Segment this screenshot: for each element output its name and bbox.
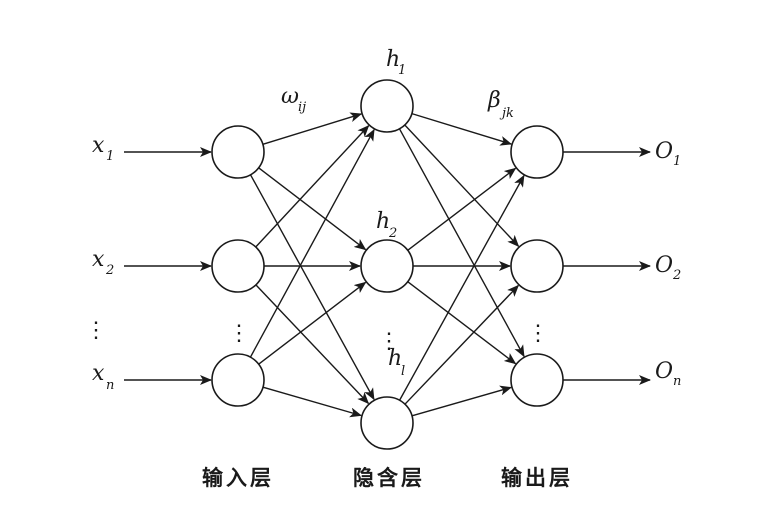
svg-text:ω: ω [281,84,299,109]
hidden-label-l: h l [388,346,405,379]
svg-text:1: 1 [398,63,406,78]
hidden-label-1: h 1 [386,47,406,78]
edge-input1-hidden2 [258,167,367,251]
svg-text:h: h [386,47,400,72]
svg-text:h: h [376,209,390,234]
hidden-layer-label: 隐含层 [353,466,425,490]
input-node-n [211,353,265,407]
hidden-node-ellipsis: ⋮ [378,329,400,354]
input-node-2 [211,239,265,293]
svg-text:x: x [92,247,105,272]
edge-input2-hidden1 [255,125,370,248]
hidden-node-2 [360,239,414,293]
input-label-1: x 1 [92,133,114,164]
edge-input3-hidden3 [262,386,363,418]
svg-text:ij: ij [298,100,306,115]
input-label-2: x 2 [92,247,114,278]
svg-text:2: 2 [105,263,114,278]
output-label-n: O n [655,359,681,389]
svg-text:jk: jk [499,106,514,121]
edge-input3-hidden2 [258,281,367,365]
weight-label-omega: ω ij [281,84,306,115]
edge-hidden3-output3 [411,385,513,417]
svg-text:l: l [401,364,405,379]
svg-text:2: 2 [388,226,397,241]
svg-text:2: 2 [672,268,681,283]
hidden-node-1 [360,79,414,133]
connections [124,112,651,418]
edge-hidden3-output1 [398,174,525,401]
output-layer-label: 输出层 [501,466,573,490]
edge-hidden1-output1 [411,112,513,146]
output-node-2 [510,239,564,293]
svg-text:O: O [655,359,673,384]
input-layer-label: 输入层 [202,466,274,490]
svg-text:β: β [487,88,501,113]
edge-input1-hidden3 [249,174,375,401]
input-node-ellipsis: ⋮ [228,321,250,346]
input-ellipsis: ⋮ [85,318,107,343]
svg-text:O: O [655,139,673,164]
output-node-n [510,353,564,407]
edge-hidden3-output2 [404,284,520,405]
hidden-label-2: h 2 [376,209,397,241]
edge-hidden1-output2 [404,124,520,248]
output-node-ellipsis: ⋮ [527,321,549,346]
edge-input1-hidden1 [262,112,363,145]
svg-text:1: 1 [106,149,114,164]
edge-input2-hidden3 [255,284,370,405]
svg-text:x: x [92,133,105,158]
svg-text:h: h [388,346,402,371]
edge-input3-hidden1 [249,128,375,358]
input-label-n: x n [92,361,114,393]
output-label-1: O 1 [655,139,681,169]
weight-label-beta: β jk [487,88,514,121]
edge-hidden1-output3 [398,128,525,358]
output-node-1 [510,125,564,179]
edge-hidden2-output3 [407,281,517,365]
svg-text:O: O [655,253,673,278]
output-label-2: O 2 [655,253,681,283]
svg-text:x: x [92,361,105,386]
hidden-node-l [360,396,414,450]
edge-hidden2-output1 [407,167,517,251]
svg-text:n: n [673,374,681,389]
input-node-1 [211,125,265,179]
svg-text:1: 1 [673,154,681,169]
svg-text:n: n [106,378,114,393]
